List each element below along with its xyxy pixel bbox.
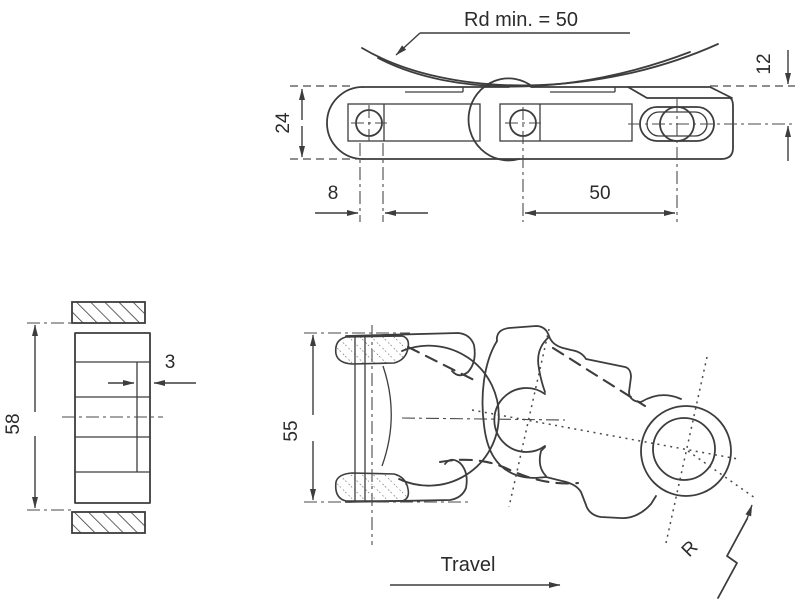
link1-crossbar-seam [405, 87, 464, 93]
section-segments [75, 361, 150, 473]
dim24-label: 24 [273, 112, 294, 134]
side-view-elevation: Rd min. = 50 [273, 9, 795, 222]
link1-inner-frame [347, 103, 481, 142]
end-slot-outer [639, 106, 715, 142]
end-slot-inner [646, 111, 708, 137]
hidden-edge-upper-left [406, 345, 480, 384]
dim55-label: 55 [281, 420, 302, 441]
link2-crossbar-seam [550, 87, 616, 93]
hidden-edge-lower [438, 458, 580, 485]
dim3-label: 3 [165, 352, 176, 373]
link2-joint-arc [467, 77, 534, 162]
radius-arrow [745, 504, 753, 520]
bend-radius-label: Rd min. = 50 [464, 9, 578, 31]
pivot1-axis-dotted [508, 328, 550, 508]
link2-axis-dotted [471, 409, 739, 460]
clip-lower-hook [538, 446, 547, 477]
fork-crossbar-lines [354, 336, 366, 501]
fork-socket-back [381, 365, 392, 467]
pivot2-axis-dotted [665, 356, 708, 544]
link2-inner-frame [499, 103, 633, 142]
link3-axis-dotted [687, 450, 756, 499]
clip-inner-arc [493, 387, 546, 453]
dim8-label: 8 [328, 183, 339, 204]
guide-rail-bottom-hatched [71, 511, 146, 534]
pin1-centerlines [351, 105, 387, 141]
bend-radius-leader-arrow [395, 32, 421, 56]
link2-right-end [720, 97, 734, 160]
travel-label: Travel [441, 554, 496, 576]
bend-radius-arc-inner [377, 51, 691, 88]
pivot-boss-inner-circle [652, 417, 716, 481]
section-body [74, 332, 151, 504]
guide-rail-top-hatched [71, 301, 146, 324]
dim58-label: 58 [3, 413, 24, 434]
clip-upper-hook [537, 336, 550, 393]
cross-section-view: 58 3 [3, 301, 196, 534]
pivot-boss-outer-circle [640, 405, 732, 497]
radius-label: R [678, 537, 703, 562]
fork-top-edge-hook [345, 332, 476, 377]
dim12-label: 12 [754, 53, 775, 74]
radius-zigzag-line [717, 518, 748, 599]
link2-outer-upper-boundary [496, 325, 682, 403]
link1-left-cap [326, 86, 364, 160]
fork-socket-arc [398, 344, 500, 487]
link2-outer-lower-boundary [481, 340, 657, 519]
dim50-label: 50 [589, 183, 610, 204]
bend-radius-arc-outer [361, 43, 719, 87]
end-link-flap [627, 86, 733, 99]
plan-view: 55 Travel R [281, 325, 756, 599]
